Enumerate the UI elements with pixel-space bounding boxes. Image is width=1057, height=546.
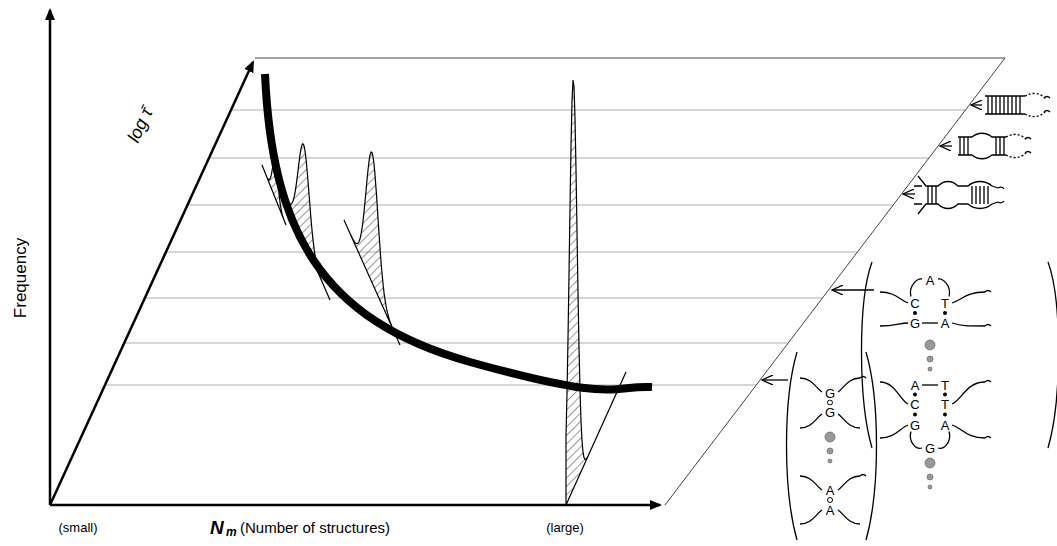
distributions (262, 80, 626, 505)
base-letter: T (940, 297, 950, 310)
structure-icons (787, 93, 1057, 540)
mismatch-pair (828, 400, 833, 405)
continuation-dots (825, 340, 935, 489)
base-letter: A (825, 484, 836, 497)
trend-curve (265, 74, 652, 390)
axis-end-label: (large) (546, 521, 584, 534)
base-letter: A (825, 504, 836, 517)
base-letter: G (909, 419, 921, 432)
base-letter: A (940, 419, 951, 432)
base-letter: A (910, 379, 921, 392)
base-letter: T (940, 379, 950, 392)
axis-subscript: m (226, 526, 237, 538)
plane-edge (255, 58, 1005, 59)
base-letter: G (924, 442, 936, 455)
base-letter: G (909, 317, 921, 330)
axis-label: Frequency (12, 238, 29, 318)
base-letter: T (940, 398, 950, 411)
axis-symbol: N (210, 518, 224, 537)
base-letter: A (925, 274, 936, 287)
axis-label: (Number of structures) (240, 520, 390, 535)
tau-axis (50, 62, 253, 505)
base-letter: G (824, 406, 836, 419)
grid-lines (105, 110, 965, 385)
structures-axis (50, 504, 660, 507)
base-letter: A (940, 317, 951, 330)
base-letter: C (909, 398, 920, 411)
base-letter: G (824, 387, 836, 400)
frequency-axis (49, 10, 52, 505)
plane-edge (665, 58, 1005, 505)
axis-end-label: (small) (59, 521, 98, 534)
base-letter: C (909, 297, 920, 310)
pointer-arrows (762, 105, 982, 380)
axis-label: log τ̄ (124, 105, 155, 145)
mismatch-pair (828, 498, 833, 503)
